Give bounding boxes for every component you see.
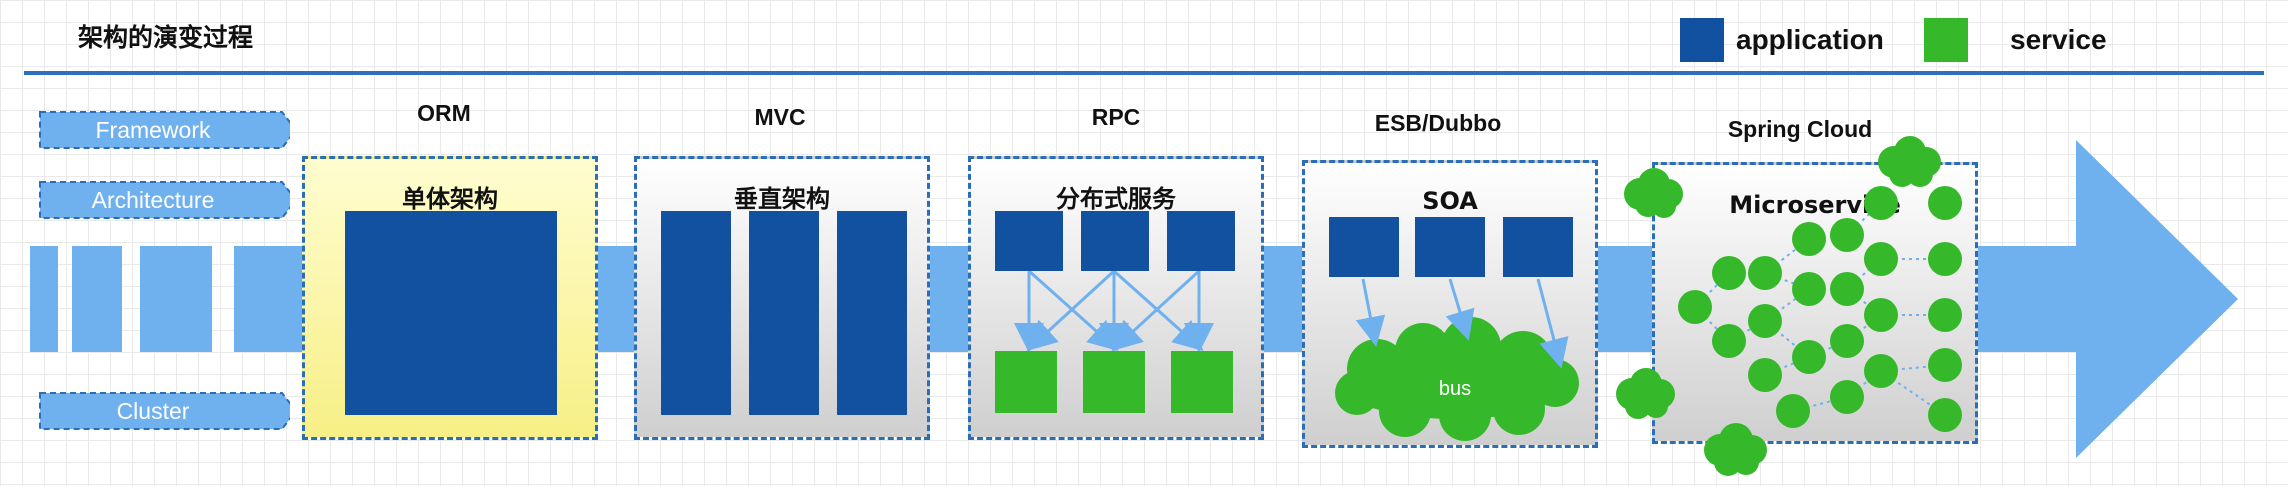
application-block: [995, 211, 1063, 271]
stage-3-framework-label: RPC: [1091, 104, 1141, 130]
service-node: [1776, 394, 1810, 428]
microservice-mesh: [1678, 186, 1962, 432]
service-block: [1083, 351, 1145, 413]
soa-panel: SOA bus: [1302, 160, 1598, 448]
framework-tag: Framework: [38, 110, 290, 150]
cloud-icon: [1704, 423, 1767, 476]
stage-4-framework-label: ESB/Dubbo: [1374, 110, 1502, 136]
application-block: [749, 211, 819, 415]
distributed-panel: 分布式服务: [968, 156, 1264, 440]
legend-application-label: application: [1736, 24, 1884, 55]
microservice-panel: Microservice: [1652, 162, 1978, 444]
application-block: [345, 211, 557, 415]
cloud-icon: [1624, 168, 1683, 218]
vertical-title: 垂直架构: [734, 185, 830, 213]
rpc-call-arrows: [1014, 269, 1214, 353]
service-node: [1830, 380, 1864, 414]
bus-label: bus: [1439, 378, 1471, 400]
stage-2-framework-label: MVC: [754, 104, 806, 130]
service-node: [1928, 348, 1962, 382]
bus-cloud-icon: [1335, 317, 1579, 441]
service-node: [1748, 304, 1782, 338]
architecture-tag: Architecture: [38, 180, 290, 220]
cluster-tag-label: Cluster: [116, 398, 190, 424]
service-node: [1830, 272, 1864, 306]
service-node: [1864, 242, 1898, 276]
service-block: [1171, 351, 1233, 413]
service-node: [1928, 242, 1962, 276]
application-block: [1167, 211, 1235, 271]
page-title: 架构的演变过程: [78, 23, 254, 52]
service-node: [1928, 186, 1962, 220]
soa-title: SOA: [1422, 187, 1478, 215]
service-node: [1712, 256, 1746, 290]
service-node: [1864, 354, 1898, 388]
architecture-tag-label: Architecture: [91, 187, 215, 213]
application-block: [1503, 217, 1573, 277]
service-node: [1830, 218, 1864, 252]
service-node: [1928, 398, 1962, 432]
service-node: [1928, 298, 1962, 332]
framework-tag-label: Framework: [95, 117, 211, 143]
timeline-segment: [140, 246, 212, 352]
legend-service-swatch: [1924, 18, 1968, 62]
monolith-title: 单体架构: [402, 185, 498, 213]
service-node: [1792, 272, 1826, 306]
timeline-segment: [30, 246, 58, 352]
legend-application-swatch: [1680, 18, 1724, 62]
vertical-panel: 垂直架构: [634, 156, 930, 440]
application-block: [1415, 217, 1485, 277]
stage-1-framework-label: ORM: [417, 100, 471, 126]
service-node: [1864, 298, 1898, 332]
service-node: [1748, 256, 1782, 290]
service-node: [1792, 222, 1826, 256]
service-node: [1864, 186, 1898, 220]
service-node: [1748, 358, 1782, 392]
application-block: [837, 211, 907, 415]
service-node: [1830, 324, 1864, 358]
service-node: [1678, 290, 1712, 324]
cluster-tag: Cluster: [38, 391, 290, 431]
application-block: [1081, 211, 1149, 271]
service-node: [1792, 340, 1826, 374]
application-block: [1329, 217, 1399, 277]
monolith-panel: 单体架构: [302, 156, 598, 440]
stage-5-framework-label: Spring Cloud: [1727, 116, 1873, 142]
service-block: [995, 351, 1057, 413]
esb-bus: bus: [1335, 278, 1579, 441]
application-block: [661, 211, 731, 415]
evolution-arrow-head: [2076, 140, 2238, 458]
distributed-title: 分布式服务: [1056, 185, 1176, 213]
cloud-icon: [1878, 136, 1941, 187]
legend-service-label: service: [2010, 24, 2107, 55]
timeline-segment: [72, 246, 122, 352]
title-divider: [24, 71, 2264, 75]
service-node: [1712, 324, 1746, 358]
cloud-icon: [1616, 368, 1675, 419]
